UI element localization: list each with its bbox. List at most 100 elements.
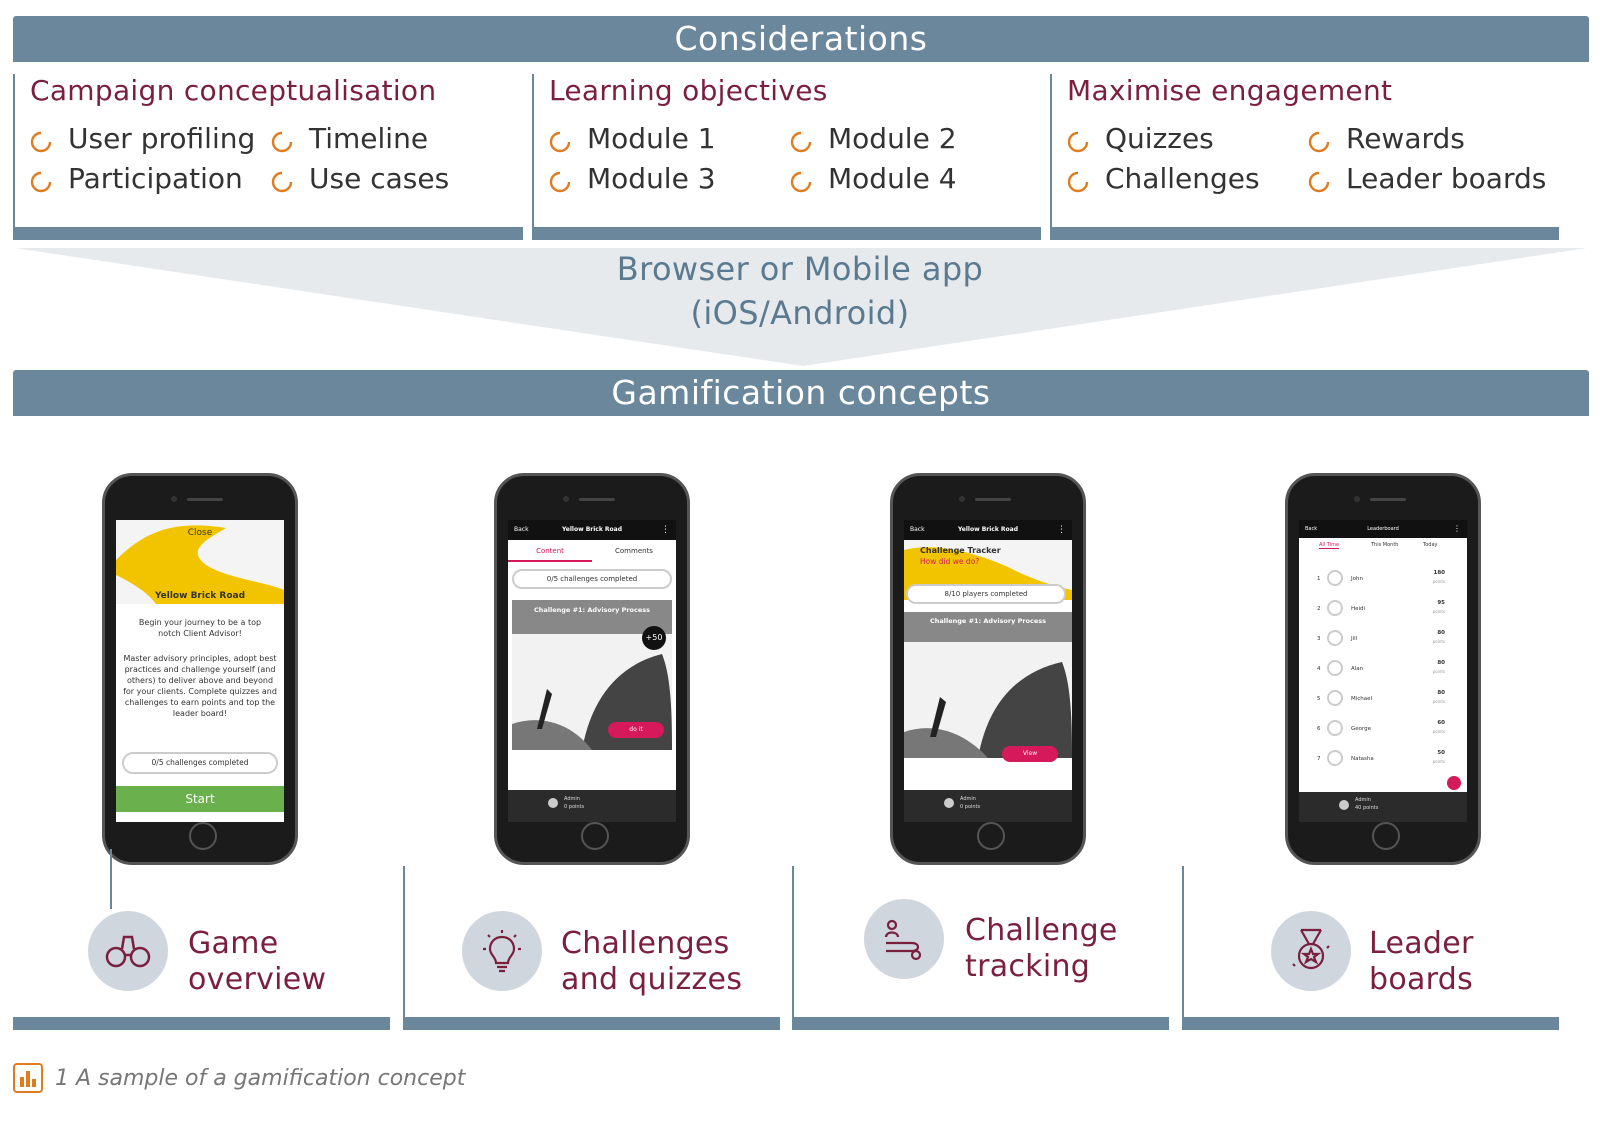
rank: 4 — [1317, 666, 1321, 672]
rank: 5 — [1317, 696, 1321, 702]
menu-icon[interactable]: ⋮ — [1453, 524, 1461, 533]
divider-line — [792, 866, 794, 1024]
tab-content[interactable]: Content — [508, 542, 592, 562]
list-item: Module 1 — [549, 122, 716, 155]
panel-divider — [532, 74, 534, 234]
player-points: 180 — [1433, 570, 1445, 576]
spinner-icon — [1067, 171, 1089, 192]
feature-base-bar — [403, 1017, 780, 1030]
panel-heading: Campaign conceptualisation — [30, 74, 437, 107]
list-item: Module 2 — [790, 122, 957, 155]
list-item: Module 4 — [790, 162, 957, 195]
view-button[interactable]: View — [1002, 746, 1058, 762]
avatar — [1327, 600, 1343, 616]
platform-line1: Browser or Mobile app — [616, 250, 984, 288]
panel-divider — [13, 74, 15, 234]
speaker — [975, 498, 1011, 501]
points-unit: points — [1432, 609, 1445, 614]
wave-illustration — [904, 642, 1072, 758]
tracker-subtitle: How did we do? — [920, 557, 980, 566]
list-item: Use cases — [271, 162, 449, 195]
player-name: Heidi — [1351, 606, 1366, 612]
do-it-button[interactable]: do it — [608, 722, 664, 738]
spinner-icon — [549, 131, 571, 152]
back-button[interactable]: Back — [910, 526, 925, 533]
spinner-icon — [790, 171, 812, 192]
caption-text: 1 A sample of a gamification concept — [55, 1065, 466, 1091]
rank: 2 — [1317, 606, 1321, 612]
feature-base-bar — [792, 1017, 1169, 1030]
back-button[interactable]: Back — [514, 526, 529, 533]
tab-this-month[interactable]: This Month — [1371, 542, 1399, 548]
fab-button[interactable] — [1447, 776, 1461, 790]
player-points: 95 — [1437, 600, 1445, 606]
start-button[interactable]: Start — [116, 786, 284, 812]
connector-line — [110, 849, 112, 909]
player-points: 60 — [1437, 720, 1445, 726]
list-item: Timeline — [271, 122, 428, 155]
tracker-title: Challenge Tracker — [920, 546, 1001, 555]
panel-divider — [1050, 74, 1052, 234]
avatar — [1327, 630, 1343, 646]
avatar — [1327, 750, 1343, 766]
player-points: 80 — [1437, 630, 1445, 636]
phone-frame: Back Yellow Brick Road ⋮ Challenge Track… — [890, 473, 1086, 865]
list-item: Participation — [30, 162, 243, 195]
home-button[interactable] — [581, 822, 609, 850]
spinner-icon — [1308, 171, 1330, 192]
binoculars-icon — [88, 911, 168, 991]
speaker — [187, 498, 223, 501]
back-button[interactable]: Back — [1305, 526, 1318, 532]
avatar — [1339, 800, 1349, 810]
tab-today[interactable]: Today — [1423, 542, 1438, 548]
rank: 3 — [1317, 636, 1321, 642]
list-item: User profiling — [30, 122, 255, 155]
phone-tracking: Back Yellow Brick Road ⋮ Challenge Track… — [890, 473, 1086, 865]
camera — [563, 496, 569, 502]
spinner-icon — [790, 131, 812, 152]
home-button[interactable] — [977, 822, 1005, 850]
challenge-card[interactable]: Challenge #1: Advisory Process +50 do it — [512, 600, 672, 750]
table-row[interactable]: 2 Heidi 95 points — [1299, 596, 1467, 622]
spinner-icon — [549, 171, 571, 192]
speaker — [1370, 498, 1406, 501]
screen-title: Yellow Brick Road — [154, 591, 246, 601]
tab-all-time[interactable]: All Time — [1319, 542, 1340, 549]
camera — [1354, 496, 1360, 502]
bottom-bar: Admin 0 points — [904, 790, 1072, 822]
menu-icon[interactable]: ⋮ — [661, 525, 670, 535]
funnel-shape — [15, 248, 1587, 366]
user-points: 0 points — [960, 804, 981, 810]
avatar — [1327, 570, 1343, 586]
road-illustration — [116, 520, 284, 604]
challenge-card[interactable]: Challenge #1: Advisory Process View — [904, 612, 1072, 762]
progress-pill: 0/5 challenges completed — [122, 752, 278, 774]
route-icon — [864, 899, 944, 979]
gamification-header: Gamification concepts — [13, 370, 1589, 416]
home-button[interactable] — [189, 822, 217, 850]
home-button[interactable] — [1372, 822, 1400, 850]
menu-icon[interactable]: ⋮ — [1057, 525, 1066, 535]
phone-leaderboard: Back Leaderboard ⋮ All Time This Month T… — [1285, 473, 1481, 865]
screen: Back Yellow Brick Road ⋮ Content Comment… — [508, 520, 676, 822]
close-button[interactable]: Close — [187, 528, 213, 538]
progress-pill: 8/10 players completed — [906, 584, 1066, 604]
screen: Back Yellow Brick Road ⋮ Challenge Track… — [904, 520, 1072, 822]
avatar — [944, 798, 954, 808]
player-points: 80 — [1437, 660, 1445, 666]
player-name: George — [1351, 726, 1372, 732]
tab-comments[interactable]: Comments — [615, 547, 653, 555]
panel-engagement: Maximise engagement Quizzes Rewards Chal… — [1050, 74, 1559, 240]
header-title: Leaderboard — [1367, 526, 1399, 532]
